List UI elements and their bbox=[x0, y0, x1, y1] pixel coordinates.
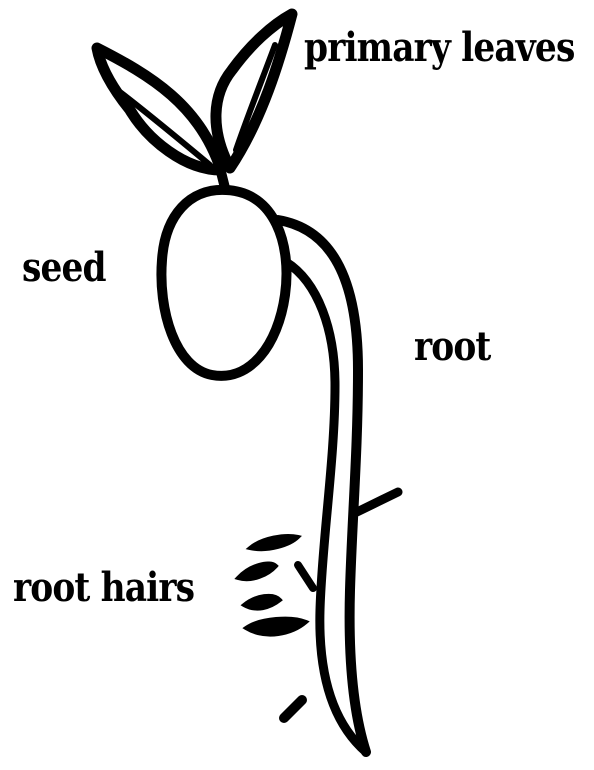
root-hair bbox=[238, 563, 276, 579]
label-primary-leaves: primary leaves bbox=[304, 28, 574, 68]
root-hair bbox=[357, 492, 398, 512]
root-hair bbox=[250, 536, 298, 549]
root-hair bbox=[298, 565, 313, 588]
root-hair bbox=[244, 596, 280, 609]
label-root-hairs: root hairs bbox=[13, 568, 194, 608]
right-primary-leaf bbox=[216, 14, 292, 168]
label-seed: seed bbox=[22, 248, 106, 288]
label-root: root bbox=[414, 327, 490, 367]
root-hair bbox=[284, 700, 302, 718]
root-hair bbox=[246, 619, 306, 635]
left-primary-leaf bbox=[97, 48, 221, 170]
seed-outline bbox=[161, 190, 286, 376]
